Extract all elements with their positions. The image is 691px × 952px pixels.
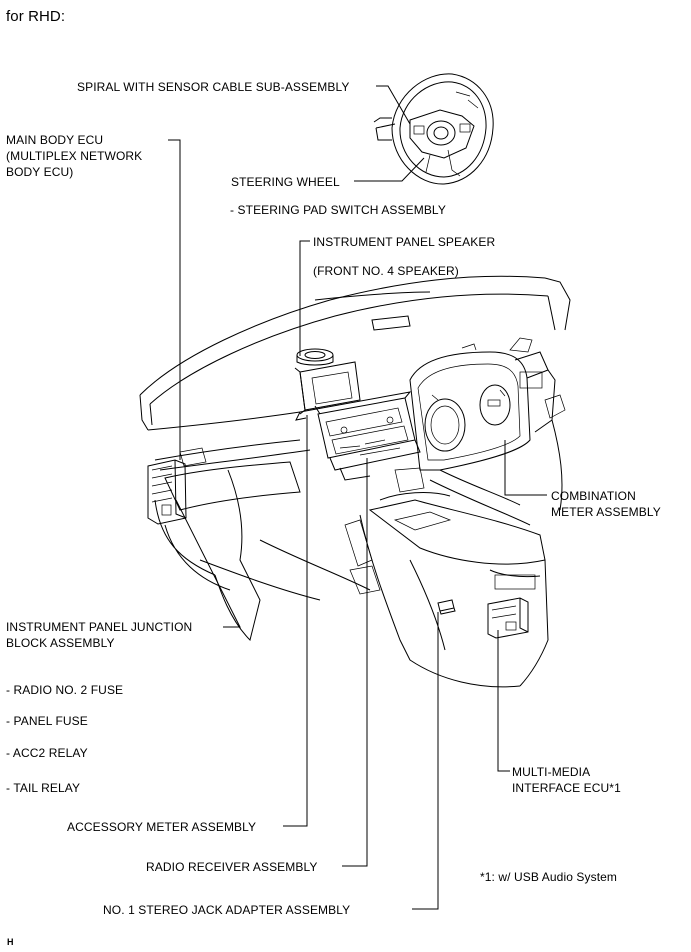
junction-block-drawing (147, 459, 187, 525)
label-steering-pad-switch: - STEERING PAD SWITCH ASSEMBLY (230, 203, 446, 217)
label-radio-receiver: RADIO RECEIVER ASSEMBLY (146, 860, 318, 874)
label-acc2-relay: - ACC2 RELAY (6, 746, 88, 760)
label-steering-wheel: STEERING WHEEL (231, 175, 340, 189)
label-spiral-cable: SPIRAL WITH SENSOR CABLE SUB-ASSEMBLY (77, 80, 350, 94)
label-main-body-ecu-2: (MULTIPLEX NETWORK (6, 149, 143, 163)
footnote: *1: w/ USB Audio System (480, 870, 618, 884)
label-combination-meter-1: COMBINATION (551, 489, 636, 503)
label-junction-block-2: BLOCK ASSEMBLY (6, 636, 115, 650)
leader-lines (168, 85, 547, 910)
label-instrument-panel-speaker: INSTRUMENT PANEL SPEAKER (313, 235, 496, 249)
label-combination-meter-2: METER ASSEMBLY (551, 505, 661, 519)
multimedia-ecu-drawing (487, 597, 529, 639)
label-multimedia-ecu-1: MULTI-MEDIA (512, 765, 591, 779)
label-main-body-ecu-3: BODY ECU) (6, 165, 74, 179)
label-main-body-ecu-1: MAIN BODY ECU (6, 133, 104, 147)
label-accessory-meter: ACCESSORY METER ASSEMBLY (67, 820, 257, 834)
label-stereo-jack-adapter: NO. 1 STEREO JACK ADAPTER ASSEMBLY (103, 903, 351, 917)
label-tail-relay: - TAIL RELAY (6, 781, 81, 795)
label-panel-fuse: - PANEL FUSE (6, 714, 88, 728)
label-multimedia-ecu-2: INTERFACE ECU*1 (512, 781, 621, 795)
dashboard-drawing (139, 275, 571, 688)
label-radio-no2-fuse: - RADIO NO. 2 FUSE (6, 683, 124, 697)
page-title: for RHD: (6, 8, 66, 25)
label-junction-block-1: INSTRUMENT PANEL JUNCTION (6, 620, 193, 634)
label-front-no4-speaker: (FRONT NO. 4 SPEAKER) (313, 264, 459, 278)
steering-wheel-drawing (373, 73, 494, 185)
figure-code: H (7, 937, 14, 947)
